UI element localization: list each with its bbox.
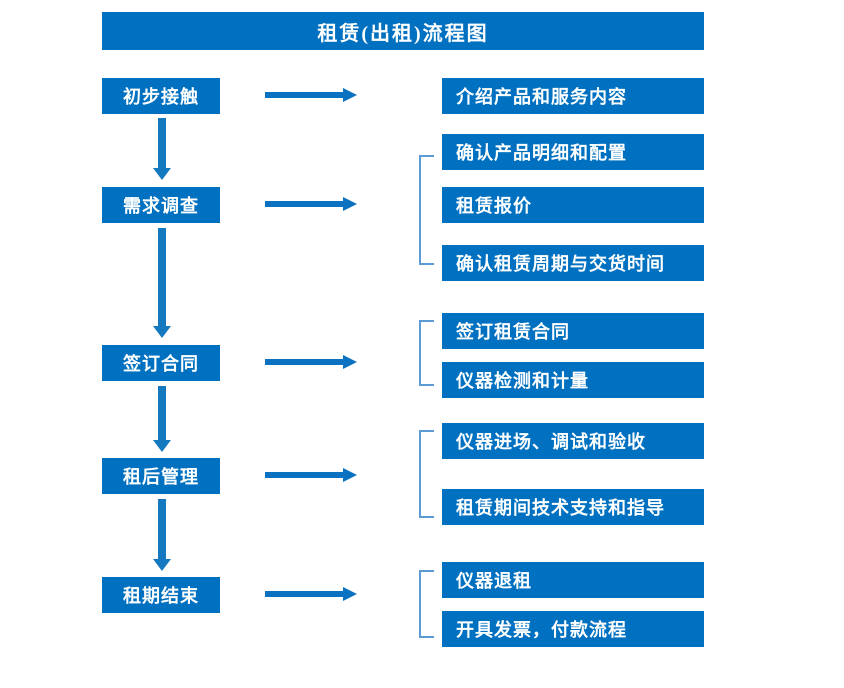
detail-box-rental-quotation[interactable]: 租赁报价	[442, 187, 704, 223]
arrow-head	[343, 197, 357, 211]
arrow-shaft	[265, 591, 343, 597]
arrow-down-icon-1	[153, 118, 171, 180]
stage-box-sign-contract[interactable]: 签订合同	[102, 345, 220, 381]
stage-box-initial-contact[interactable]: 初步接触	[102, 78, 220, 114]
arrow-head	[343, 88, 357, 102]
group-bracket-lease-end	[419, 570, 434, 638]
detail-box-confirm-period-delivery[interactable]: 确认租赁周期与交货时间	[442, 245, 704, 281]
arrow-shaft	[158, 118, 166, 168]
arrow-down-icon-3	[153, 386, 171, 452]
arrow-shaft	[158, 386, 166, 440]
arrow-head	[343, 587, 357, 601]
group-bracket-post-rental-management	[419, 430, 434, 518]
detail-box-instrument-return[interactable]: 仪器退租	[442, 562, 704, 598]
detail-box-instrument-inspection[interactable]: 仪器检测和计量	[442, 362, 704, 398]
stage-box-post-rental-management[interactable]: 租后管理	[102, 458, 220, 494]
detail-box-confirm-product-details[interactable]: 确认产品明细和配置	[442, 134, 704, 170]
arrow-down-icon-4	[153, 499, 171, 571]
arrow-shaft	[265, 472, 343, 478]
group-bracket-needs-survey	[419, 155, 434, 265]
group-bracket-sign-contract	[419, 320, 434, 386]
arrow-shaft	[158, 228, 166, 326]
flowchart-title: 租赁(出租)流程图	[102, 12, 704, 50]
arrow-head	[153, 168, 171, 180]
arrow-right-icon-1	[265, 86, 357, 104]
arrow-head	[343, 468, 357, 482]
arrow-head	[153, 559, 171, 571]
arrow-right-icon-2	[265, 195, 357, 213]
arrow-right-icon-4	[265, 466, 357, 484]
detail-box-technical-support[interactable]: 租赁期间技术支持和指导	[442, 489, 704, 525]
arrow-down-icon-2	[153, 228, 171, 338]
arrow-head	[153, 326, 171, 338]
detail-box-invoice-payment[interactable]: 开具发票，付款流程	[442, 611, 704, 647]
stage-box-lease-end[interactable]: 租期结束	[102, 577, 220, 613]
arrow-right-icon-5	[265, 585, 357, 603]
stage-box-needs-survey[interactable]: 需求调查	[102, 187, 220, 223]
arrow-right-icon-3	[265, 353, 357, 371]
arrow-shaft	[265, 201, 343, 207]
arrow-shaft	[158, 499, 166, 559]
arrow-head	[343, 355, 357, 369]
arrow-head	[153, 440, 171, 452]
detail-box-introduce-products[interactable]: 介绍产品和服务内容	[442, 78, 704, 114]
detail-box-instrument-entry-commissioning[interactable]: 仪器进场、调试和验收	[442, 423, 704, 459]
arrow-shaft	[265, 359, 343, 365]
detail-box-sign-rental-contract[interactable]: 签订租赁合同	[442, 313, 704, 349]
arrow-shaft	[265, 92, 343, 98]
